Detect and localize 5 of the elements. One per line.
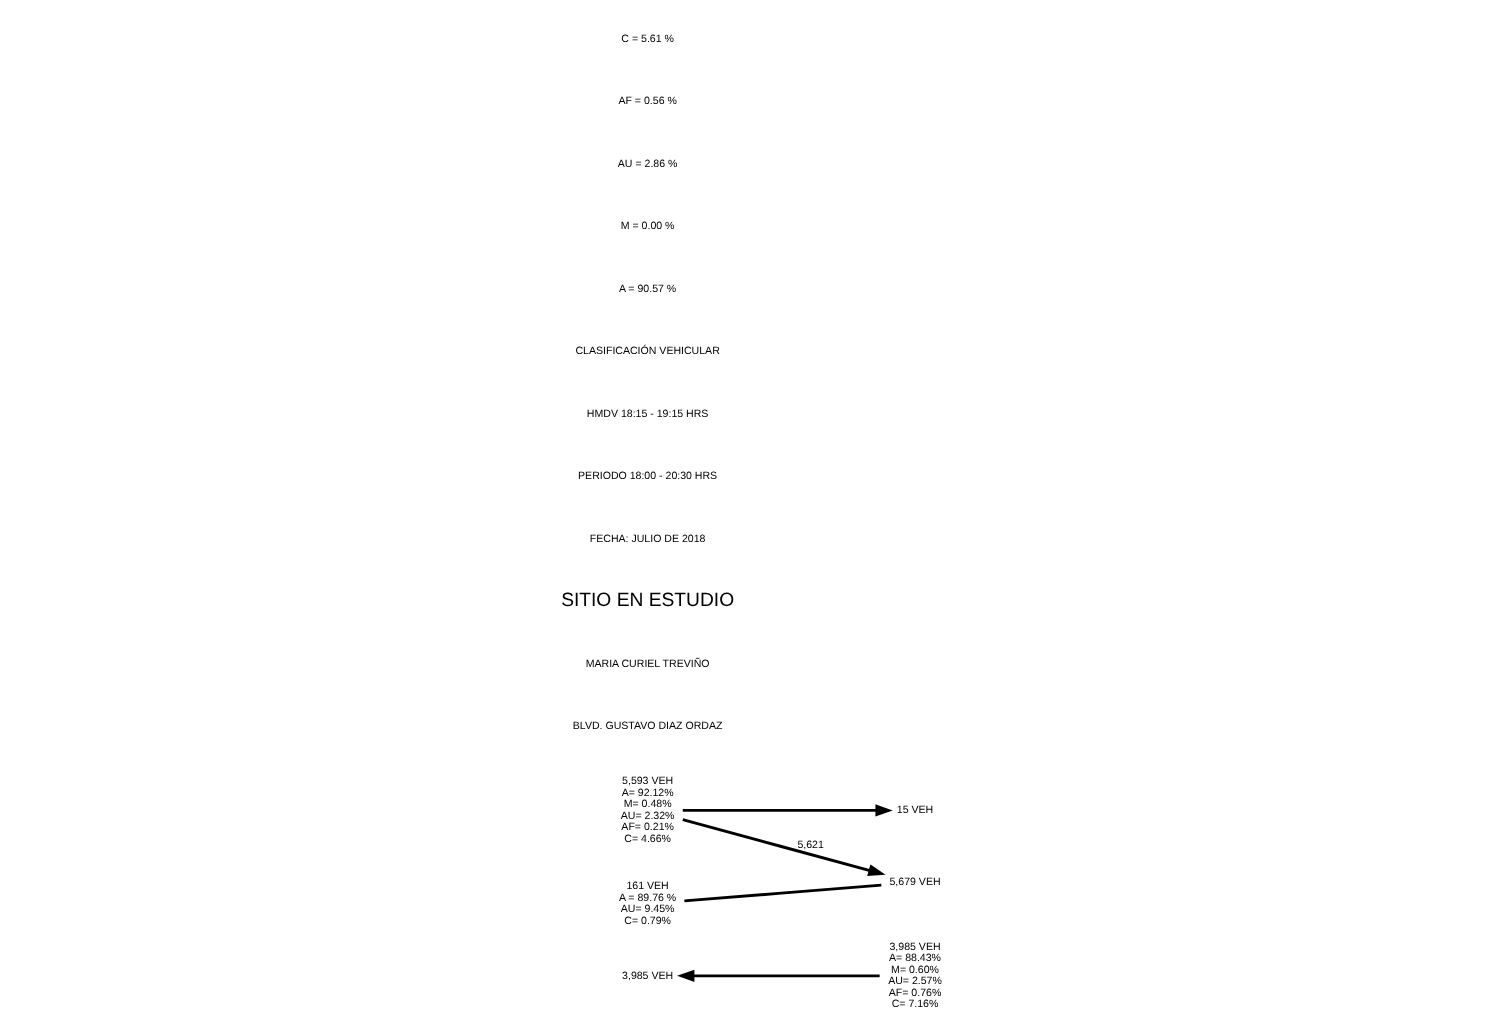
arrow	[682, 818, 886, 877]
label: SITIO EN ESTUDIO	[561, 590, 735, 613]
arrow	[682, 804, 893, 817]
arrow	[677, 969, 880, 982]
connector	[684, 883, 882, 903]
